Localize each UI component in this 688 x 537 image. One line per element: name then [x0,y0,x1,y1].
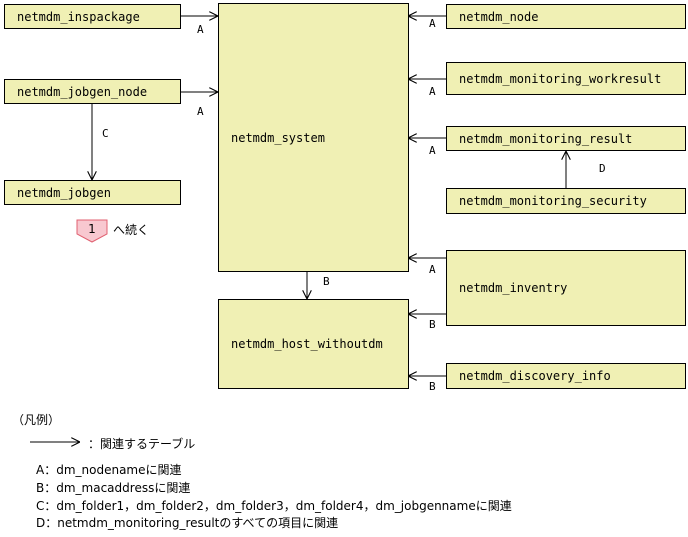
table-name: netmdm_host_withoutdm [231,337,383,351]
table-netmdm-monitoring-security: netmdm_monitoring_security [446,188,686,214]
label-system-host: B [323,275,330,288]
table-netmdm-monitoring-workresult: netmdm_monitoring_workresult [446,62,686,95]
table-netmdm-host-withoutdm: netmdm_host_withoutdm [218,299,409,389]
label-discovery-host: B [429,380,436,393]
table-netmdm-jobgen-node: netmdm_jobgen_node [4,79,181,104]
label-inventry-system: A [429,263,436,276]
legend-item-a: A：dm_nodenameに関連 [36,463,182,477]
continuation-text: へ続く [113,223,150,237]
label-jobgen-node-system: A [197,105,204,118]
table-netmdm-node: netmdm_node [446,4,686,29]
legend-arrow-meaning: ：関連するテーブル [88,437,196,451]
table-name: netmdm_jobgen [17,185,111,200]
label-inspackage-system: A [197,23,204,36]
label-workresult-system: A [429,85,436,98]
table-netmdm-monitoring-result: netmdm_monitoring_result [446,126,686,151]
legend-title: （凡例） [12,413,61,427]
label-inventry-host: B [429,318,436,331]
table-name: netmdm_jobgen_node [17,84,148,99]
table-name: netmdm_system [231,130,325,145]
table-name: netmdm_node [459,9,539,24]
table-netmdm-system: netmdm_system [218,3,409,272]
label-node-system: A [429,17,436,30]
continuation-number: 1 [88,222,96,236]
label-security-result: D [599,162,606,175]
table-netmdm-discovery-info: netmdm_discovery_info [446,363,686,389]
label-jobgen-node-jobgen: C [102,127,109,140]
table-name: netmdm_inventry [459,281,568,295]
continuation-badge: 1 [76,219,108,243]
label-result-system: A [429,144,436,157]
table-netmdm-jobgen: netmdm_jobgen [4,180,181,205]
table-name: netmdm_inspackage [17,9,140,24]
table-name: netmdm_monitoring_workresult [459,71,662,86]
legend-item-d: D：netmdm_monitoring_resultのすべての項目に関連 [36,516,339,530]
legend-item-c: C：dm_folder1，dm_folder2，dm_folder3，dm_fo… [36,499,512,513]
table-name: netmdm_discovery_info [459,369,611,383]
legend-item-b: B：dm_macaddressに関連 [36,481,191,495]
table-name: netmdm_monitoring_result [459,131,633,146]
table-name: netmdm_monitoring_security [459,194,647,208]
table-netmdm-inventry: netmdm_inventry [446,250,686,326]
table-netmdm-inspackage: netmdm_inspackage [4,4,181,29]
